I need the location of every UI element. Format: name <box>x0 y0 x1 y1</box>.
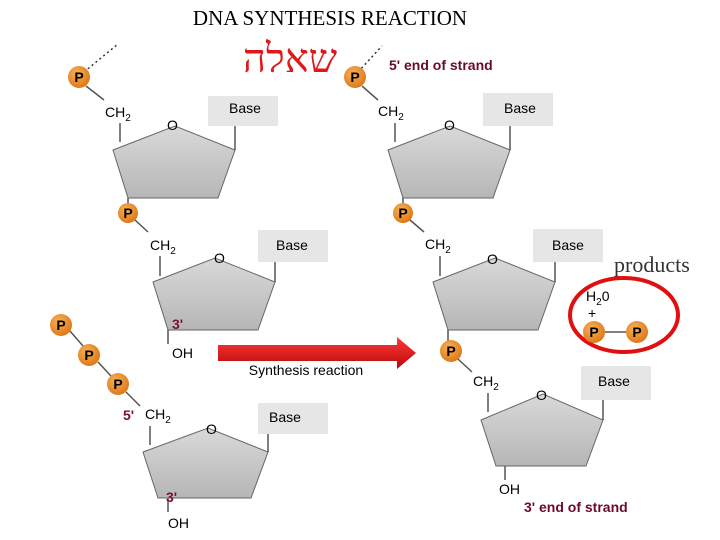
svg-text:P: P <box>74 69 83 85</box>
products-circle <box>568 276 680 354</box>
three-prime-marker: 3' <box>166 489 177 505</box>
phosphate: P <box>118 203 138 223</box>
ring-oxygen-label: O <box>214 250 225 266</box>
base-box <box>208 96 278 126</box>
svg-text:P: P <box>123 205 132 221</box>
base-box <box>581 366 651 400</box>
arrow-label: Synthesis reaction <box>249 362 363 378</box>
base-label: Base <box>229 100 261 116</box>
svg-text:P: P <box>56 317 65 333</box>
bond <box>409 219 425 233</box>
ring-oxygen-label: O <box>487 251 498 267</box>
diagram-title: DNA SYNTHESIS REACTION <box>193 6 467 30</box>
svg-text:P: P <box>398 205 407 221</box>
hebrew-question-label: שאלה <box>243 36 338 82</box>
base-label: Base <box>269 409 301 425</box>
sugar-ring <box>387 125 511 199</box>
phosphate: P <box>583 321 605 343</box>
phosphate: P <box>440 340 462 362</box>
sugar-ring <box>142 427 269 499</box>
bond <box>134 219 149 233</box>
base-label: Base <box>276 237 308 253</box>
hydroxyl-label: OH <box>499 481 520 497</box>
three-prime-marker: 3' <box>172 316 183 332</box>
phosphate: P <box>626 321 648 343</box>
base-label: Base <box>504 100 536 116</box>
phosphate: P <box>393 203 413 223</box>
ch2-label: CH2 <box>145 406 171 426</box>
ring-oxygen-label: O <box>206 421 217 437</box>
svg-text:P: P <box>350 69 359 85</box>
five-prime-marker: 5' <box>123 407 134 423</box>
base-box <box>483 93 553 126</box>
phosphate: P <box>50 314 72 336</box>
bond <box>85 85 105 101</box>
bond <box>97 361 112 377</box>
ring-oxygen-label: O <box>444 117 455 133</box>
ring-oxygen-label: O <box>167 117 178 133</box>
bond <box>361 85 379 101</box>
ch2-label: CH2 <box>425 236 451 256</box>
sugar-ring <box>480 393 604 467</box>
phosphate: P <box>344 66 366 88</box>
ch2-label: CH2 <box>105 104 131 124</box>
ch2-label: CH2 <box>473 373 499 393</box>
base-box <box>258 230 328 262</box>
bond <box>125 391 141 407</box>
synthesis-arrow <box>218 337 416 369</box>
base-box <box>258 403 328 434</box>
bond <box>457 358 473 373</box>
five-prime-end-label: 5' end of strand <box>389 57 493 73</box>
svg-text:P: P <box>632 324 641 340</box>
svg-text:P: P <box>446 343 455 359</box>
phosphate: P <box>107 373 129 395</box>
chain-dotted-link <box>83 43 119 73</box>
ch2-label: CH2 <box>378 103 404 123</box>
plus-sign: + <box>588 305 596 321</box>
svg-text:P: P <box>589 324 598 340</box>
chain-dotted-link <box>357 45 383 73</box>
base-box <box>533 229 603 262</box>
sugar-ring <box>432 257 556 331</box>
bond <box>69 330 84 347</box>
phosphate: P <box>68 66 90 88</box>
svg-text:P: P <box>84 347 93 363</box>
sugar-ring <box>112 125 236 199</box>
hydroxyl-label: OH <box>168 515 189 531</box>
hydroxyl-label: OH <box>172 345 193 361</box>
water-label: H20 <box>586 288 610 308</box>
sugar-ring <box>152 257 276 331</box>
three-prime-end-label: 3' end of strand <box>524 499 628 515</box>
svg-text:P: P <box>113 376 122 392</box>
ch2-label: CH2 <box>150 237 176 257</box>
ring-oxygen-label: O <box>536 387 547 403</box>
base-label: Base <box>598 373 630 389</box>
products-label: products <box>614 252 690 277</box>
phosphate: P <box>78 344 100 366</box>
base-label: Base <box>552 237 584 253</box>
